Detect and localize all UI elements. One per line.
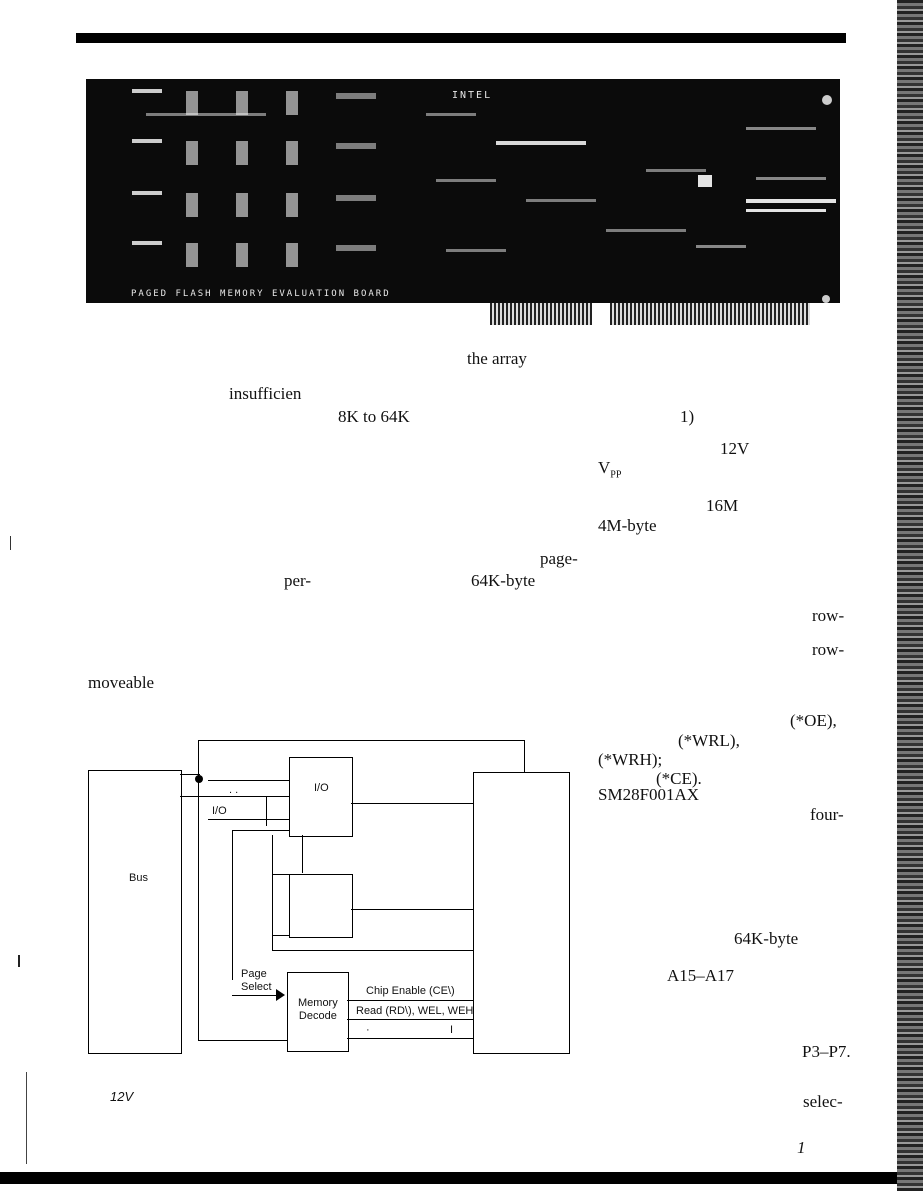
- memory-decode-block: [287, 972, 349, 1052]
- text-fragment: per-: [284, 571, 312, 590]
- text-fragment: selec-: [803, 1092, 843, 1111]
- arrow-right-icon: [276, 989, 285, 1001]
- bus-block: [88, 770, 182, 1054]
- text-fragment: 4M-byte: [598, 516, 657, 535]
- text-fragment: 1): [680, 407, 695, 426]
- text-fragment: (*OE),: [790, 711, 837, 730]
- board-caption: PAGED FLASH MEMORY EVALUATION BOARD: [131, 289, 391, 299]
- read-write-label: Read (RD\), WEL, WEH: [356, 1005, 474, 1017]
- chip-enable-label: Chip Enable (CE\): [366, 985, 455, 997]
- text-fragment: the array: [467, 349, 527, 368]
- text-fragment: 12V: [110, 1089, 134, 1104]
- memory-decode-label: Memory Decode: [298, 997, 338, 1022]
- flash-array-block: [473, 772, 570, 1054]
- text-fragment: row-: [812, 640, 845, 659]
- text-fragment: A15–A17: [667, 966, 735, 985]
- text-fragment: four-: [810, 805, 844, 824]
- text-fragment-vpp: VPP: [598, 458, 621, 480]
- margin-mark: [10, 536, 15, 550]
- io-block: [289, 757, 353, 837]
- edge-connector: [490, 303, 592, 325]
- small-bar-label: I: [450, 1024, 454, 1036]
- page-select-label: Page Select: [241, 968, 272, 994]
- board-label: INTEL: [452, 90, 493, 101]
- text-fragment: (*WRL),: [678, 731, 740, 750]
- text-fragment: P3–P7.: [802, 1042, 851, 1061]
- page-number: 1: [797, 1138, 806, 1157]
- edge-connector-2: [610, 303, 810, 325]
- text-fragment: 64K-byte: [734, 929, 799, 948]
- text-fragment: insufficien: [229, 384, 302, 403]
- memory-block: [289, 874, 353, 938]
- dots-label: . .: [229, 784, 239, 796]
- io-label: I/O: [314, 782, 329, 794]
- small-dot-label: ·: [366, 1024, 370, 1036]
- bottom-rule: [0, 1172, 897, 1184]
- text-fragment: 12V: [720, 439, 750, 458]
- text-fragment: 64K-byte: [471, 571, 536, 590]
- text-fragment: (*WRH);: [598, 750, 663, 769]
- text-fragment: 16M: [706, 496, 739, 515]
- text-fragment: row-: [812, 606, 845, 625]
- text-fragment: page-: [540, 549, 578, 568]
- text-fragment: SM28F001AX: [598, 785, 700, 804]
- text-fragment: (*CE).: [656, 769, 702, 788]
- vpp-main: V: [598, 458, 611, 477]
- vpp-sub: PP: [610, 469, 622, 481]
- page-select-text: Page Select: [241, 968, 272, 993]
- margin-mark: [18, 955, 23, 967]
- margin-rule: [26, 1072, 27, 1164]
- io-small-label: I/O: [212, 805, 227, 817]
- text-fragment: moveable: [88, 673, 155, 692]
- scan-edge: [897, 0, 923, 1191]
- top-rule: [76, 33, 846, 43]
- board-photo: INTEL PAGED FLASH MEMORY EVALUATION BOAR…: [86, 79, 840, 303]
- bus-label: Bus: [129, 872, 148, 884]
- text-fragment: 8K to 64K: [338, 407, 410, 426]
